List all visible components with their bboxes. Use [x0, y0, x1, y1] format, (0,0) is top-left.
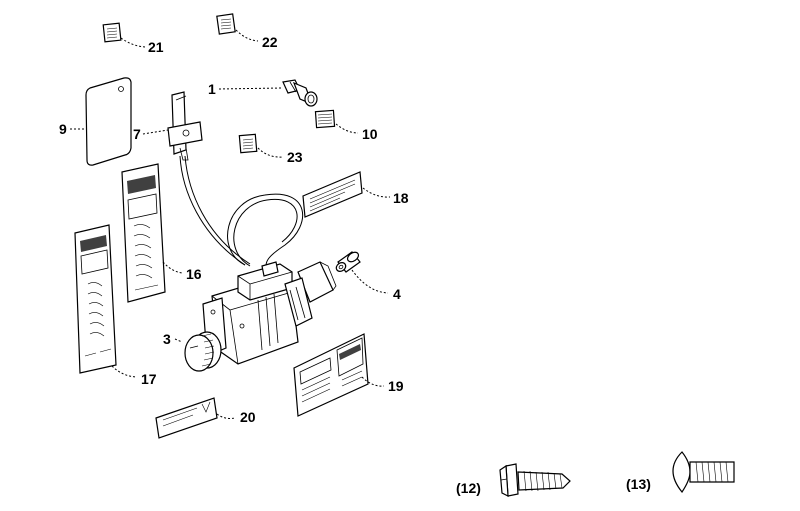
part-22-label-plate	[216, 13, 259, 42]
gas-valve-body	[202, 261, 337, 365]
thermocouple-wire	[179, 155, 304, 273]
part-21-label-plate	[102, 22, 146, 48]
callout-22: 22	[262, 34, 278, 50]
part-20-warning-label	[155, 397, 236, 439]
leader-3	[174, 338, 183, 343]
part-4-nut	[335, 251, 389, 294]
part-1-fitting	[282, 79, 318, 107]
callout-21: 21	[148, 39, 164, 55]
part-12-hex-screw	[499, 463, 571, 498]
part-13-truss-screw	[672, 451, 735, 494]
callout-23: 23	[287, 149, 303, 165]
part-19-label-sheet	[293, 333, 385, 417]
callout-4: 4	[393, 286, 401, 302]
part-10-label-plate	[314, 109, 359, 134]
callout-7: 7	[133, 126, 141, 142]
part-18-warning-label	[302, 171, 391, 218]
part-16-label-sheet	[121, 163, 184, 303]
callout-20: 20	[240, 409, 256, 425]
part-23-label-plate	[238, 133, 284, 158]
callout-12: (12)	[456, 480, 481, 496]
callout-1: 1	[208, 81, 216, 97]
part-7-bracket	[167, 91, 203, 161]
callout-9: 9	[59, 121, 67, 137]
callout-10: 10	[362, 126, 378, 142]
part-17-label-sheet	[74, 224, 137, 378]
callout-19: 19	[388, 378, 404, 394]
callout-17: 17	[141, 371, 157, 387]
part-9-cover-plate	[85, 77, 132, 166]
part-3-control-knob	[184, 331, 222, 372]
callout-13: (13)	[626, 476, 651, 492]
leader-7	[142, 129, 169, 135]
callout-16: 16	[186, 266, 202, 282]
callout-3: 3	[163, 331, 171, 347]
leader-1	[218, 87, 283, 90]
callout-18: 18	[393, 190, 409, 206]
